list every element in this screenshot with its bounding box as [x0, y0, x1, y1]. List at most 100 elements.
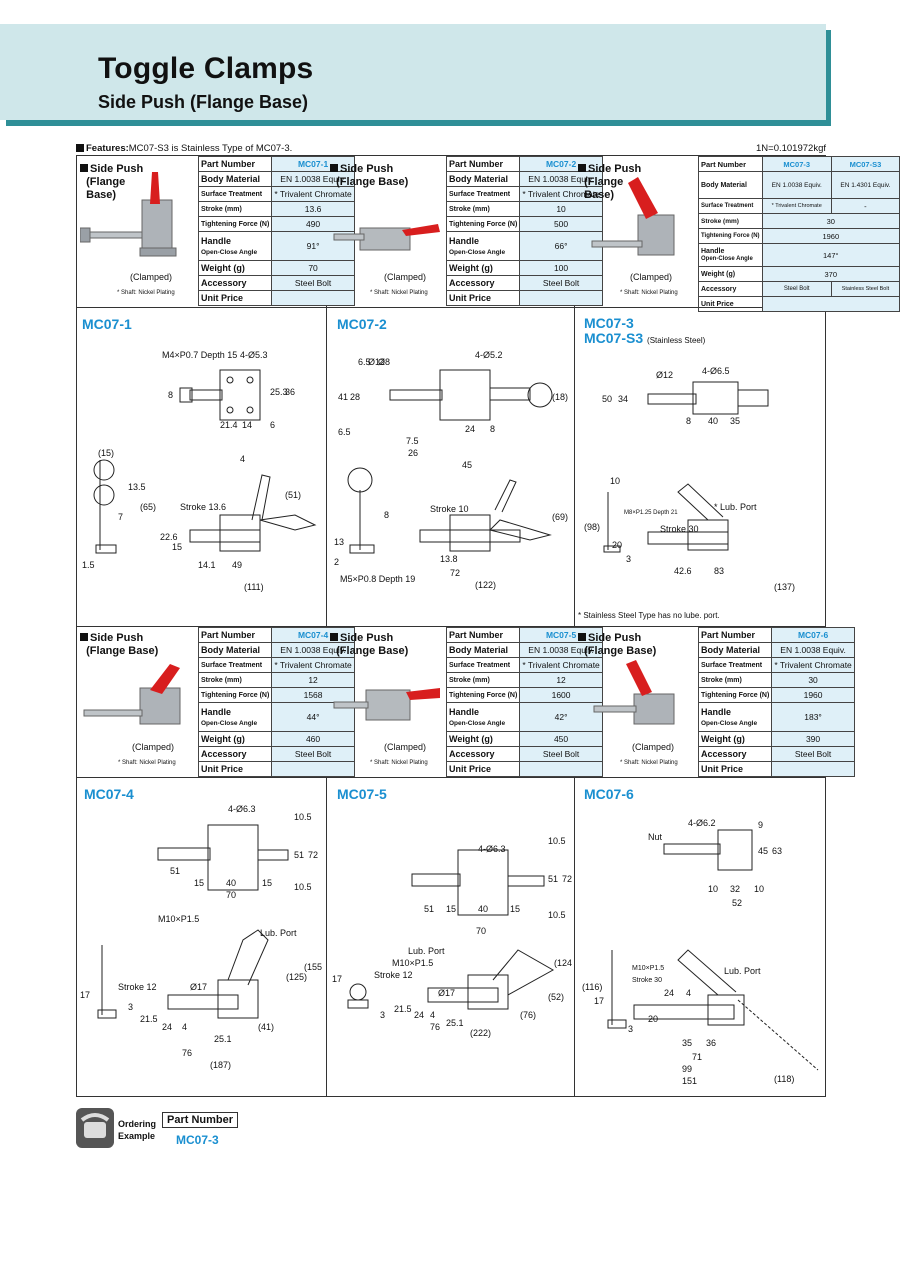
- bullet-square-icon: [330, 633, 338, 641]
- svg-text:7.5: 7.5: [406, 436, 419, 446]
- drawing-title-mc07-5: MC07-5: [337, 786, 387, 802]
- svg-text:(124): (124): [554, 958, 572, 968]
- svg-text:72: 72: [450, 568, 460, 578]
- svg-text:20: 20: [648, 1014, 658, 1024]
- clamped-caption: (Clamped): [130, 272, 173, 282]
- svg-text:4: 4: [182, 1022, 187, 1032]
- unit-conversion: 1N=0.101972kgf: [756, 143, 826, 154]
- svg-text:10: 10: [708, 884, 718, 894]
- svg-text:6.5: 6.5: [358, 357, 371, 367]
- header-shadow-bottom: [6, 120, 831, 126]
- svg-text:14: 14: [242, 420, 252, 430]
- svg-text:99: 99: [682, 1064, 692, 1074]
- svg-text:51: 51: [170, 866, 180, 876]
- svg-text:10.5: 10.5: [294, 812, 312, 822]
- svg-text:4: 4: [240, 454, 245, 464]
- svg-text:36: 36: [285, 387, 295, 397]
- svg-text:4-Ø6.2: 4-Ø6.2: [688, 818, 716, 828]
- drawing-mc07-1: M4×P0.7 Depth 15 4-Ø5.3 8 25.3 36 21.4 1…: [82, 350, 317, 592]
- cell-label-mc07-3: Side Push (Flange Base): [578, 163, 641, 202]
- shaft-note: * Shaft: Nickel Plating: [620, 760, 678, 766]
- svg-text:(116): (116): [582, 982, 602, 992]
- drawing-title-mc07-6: MC07-6: [584, 786, 634, 802]
- svg-text:(137): (137): [774, 582, 795, 592]
- svg-text:(155): (155): [304, 962, 322, 972]
- svg-text:4-Ø5.2: 4-Ø5.2: [475, 350, 503, 360]
- svg-text:(222): (222): [470, 1028, 491, 1038]
- clamped-caption: (Clamped): [384, 742, 427, 752]
- svg-text:(15): (15): [98, 448, 114, 458]
- svg-text:76: 76: [182, 1048, 192, 1058]
- svg-text:M4×P0.7 Depth 15: M4×P0.7 Depth 15: [162, 350, 237, 360]
- svg-text:13: 13: [334, 537, 344, 547]
- svg-text:70: 70: [226, 890, 236, 900]
- shaft-note: * Shaft: Nickel Plating: [118, 760, 176, 766]
- svg-text:3: 3: [128, 1002, 133, 1012]
- product-photo-mc07-5: [333, 688, 440, 721]
- svg-text:Ø12: Ø12: [368, 357, 385, 367]
- svg-text:Ø12: Ø12: [656, 370, 673, 380]
- bullet-square-icon: [80, 633, 88, 641]
- svg-text:52: 52: [732, 898, 742, 908]
- features-line: Features:MC07-S3 is Stainless Type of MC…: [76, 143, 292, 154]
- svg-text:(52): (52): [548, 992, 564, 1002]
- svg-text:3: 3: [628, 1024, 633, 1034]
- svg-text:72: 72: [562, 874, 572, 884]
- svg-text:40: 40: [226, 878, 236, 888]
- svg-text:(111): (111): [244, 582, 264, 592]
- svg-text:(51): (51): [285, 490, 301, 500]
- product-photo-mc07-2: [333, 224, 440, 251]
- svg-text:Stroke 30: Stroke 30: [632, 977, 662, 984]
- svg-text:40: 40: [478, 904, 488, 914]
- svg-text:24: 24: [162, 1022, 172, 1032]
- svg-text:4-Ø6.5: 4-Ø6.5: [702, 366, 730, 376]
- shaft-note: * Shaft: Nickel Plating: [370, 760, 428, 766]
- svg-text:20: 20: [612, 540, 622, 550]
- svg-text:(65): (65): [140, 502, 156, 512]
- svg-text:35: 35: [730, 416, 740, 426]
- cell-label-mc07-1: Side Push (Flange Base): [80, 163, 143, 202]
- svg-text:21.4: 21.4: [220, 420, 238, 430]
- shaft-note: * Shaft: Nickel Plating: [117, 290, 175, 296]
- svg-text:Lub. Port: Lub. Port: [408, 946, 445, 956]
- drawing-mc07-2: 4-Ø5.2 6.5 Ø12 Ø8 41 28 6.5 7.5 26 24 8 …: [334, 350, 568, 590]
- svg-text:7: 7: [118, 512, 123, 522]
- svg-text:Lub. Port: Lub. Port: [724, 966, 761, 976]
- svg-text:25.1: 25.1: [214, 1034, 232, 1044]
- drawing-title-mc07-1: MC07-1: [82, 316, 132, 332]
- svg-text:45: 45: [758, 846, 768, 856]
- svg-text:3: 3: [380, 1010, 385, 1020]
- svg-text:Lub. Port: Lub. Port: [260, 928, 297, 938]
- svg-text:50: 50: [602, 394, 612, 404]
- svg-text:(187): (187): [210, 1060, 231, 1070]
- svg-text:6.5: 6.5: [338, 427, 351, 437]
- features-text: MC07-S3 is Stainless Type of MC07-3.: [128, 143, 293, 154]
- svg-text:41: 41: [338, 392, 348, 402]
- svg-text:M10×P1.5: M10×P1.5: [158, 914, 199, 924]
- svg-text:4-Ø6.3: 4-Ø6.3: [478, 844, 506, 854]
- grid-divider: [76, 777, 826, 778]
- svg-text:10.5: 10.5: [548, 910, 566, 920]
- drawing-mc07-5: 4-Ø6.3 10.5 51 72 10.5 51 15 40 15 70 Lu…: [332, 836, 572, 1038]
- svg-text:(41): (41): [258, 1022, 274, 1032]
- svg-text:8: 8: [490, 424, 495, 434]
- svg-text:25.1: 25.1: [446, 1018, 464, 1028]
- svg-text:(122): (122): [475, 580, 496, 590]
- clamped-caption: (Clamped): [384, 272, 427, 282]
- product-photo-mc07-1: [80, 172, 177, 257]
- drawing-title-mc07-2: MC07-2: [337, 316, 387, 332]
- svg-text:15: 15: [172, 542, 182, 552]
- svg-text:13.8: 13.8: [440, 554, 458, 564]
- svg-text:8: 8: [384, 510, 389, 520]
- svg-text:51: 51: [294, 850, 304, 860]
- svg-text:(98): (98): [584, 522, 600, 532]
- svg-text:45: 45: [462, 460, 472, 470]
- product-photo-mc07-6: [593, 660, 675, 725]
- svg-text:32: 32: [730, 884, 740, 894]
- svg-text:4-Ø6.3: 4-Ø6.3: [228, 804, 256, 814]
- svg-text:4-Ø5.3: 4-Ø5.3: [240, 350, 268, 360]
